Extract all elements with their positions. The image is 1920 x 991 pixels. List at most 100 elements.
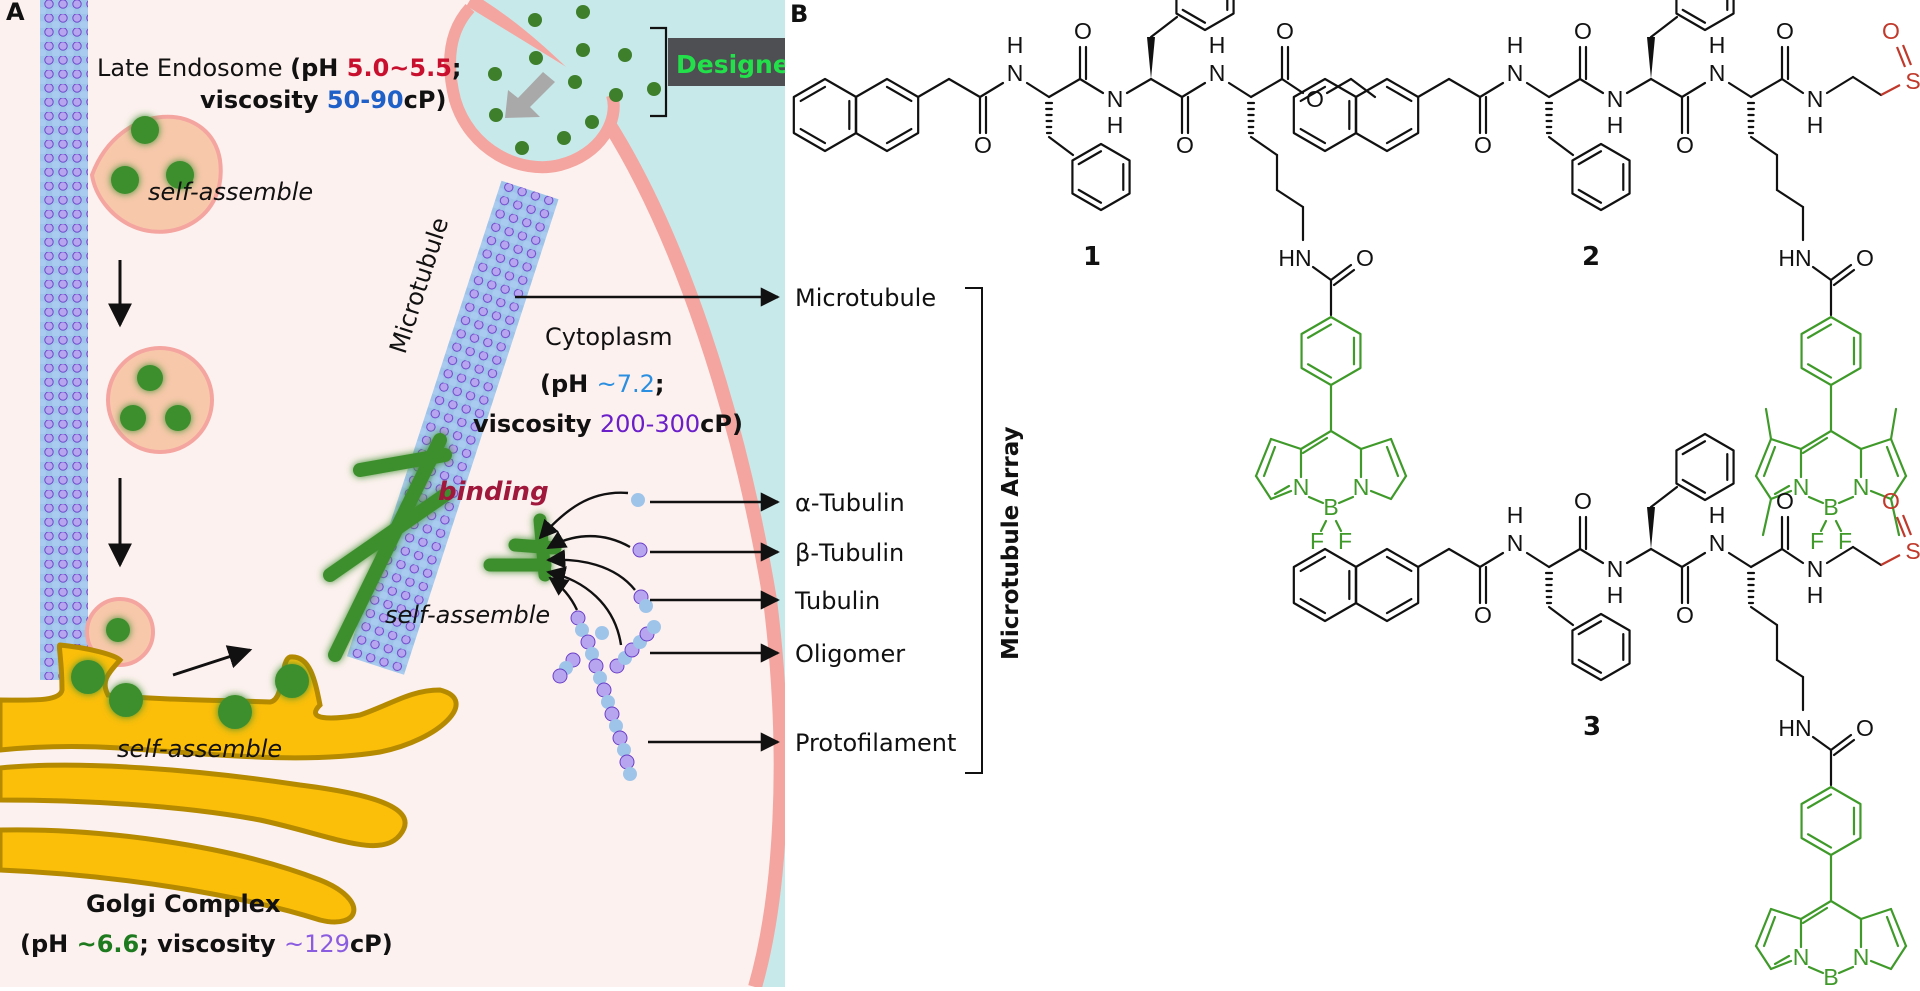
- bond: [1299, 127, 1327, 145]
- bond: [1125, 77, 1153, 95]
- arrow-to-microtubule: [172, 645, 253, 677]
- atom-label: N: [1353, 474, 1370, 500]
- microtubule-array-title: Microtubule Array: [998, 426, 1024, 660]
- bond: [916, 77, 951, 99]
- bond: [1889, 474, 1908, 501]
- endosome-vesicle-3: [85, 597, 155, 667]
- atom-label: N: [1793, 474, 1810, 500]
- atom-label: H: [1007, 32, 1024, 58]
- atom-label: B: [1823, 964, 1838, 987]
- bond: [1047, 77, 1082, 99]
- atom-label: F: [1838, 528, 1852, 554]
- bond: [799, 127, 827, 145]
- atom-label: O: [1074, 18, 1092, 44]
- bond: [1275, 188, 1305, 209]
- atom-label: N: [1007, 60, 1024, 86]
- bond: [1754, 474, 1773, 501]
- bond: [1775, 658, 1805, 679]
- bond: [1811, 735, 1833, 752]
- atom-label: N: [1807, 86, 1824, 112]
- tubulin-species: [552, 493, 661, 781]
- atom-label: B: [1323, 494, 1338, 520]
- bond: [1806, 793, 1833, 809]
- bond: [1834, 519, 1843, 533]
- bond: [1775, 188, 1805, 209]
- bond: [1851, 545, 1883, 567]
- bond: [1762, 445, 1777, 478]
- atom-label: N: [1607, 556, 1624, 582]
- ring: [1571, 612, 1631, 682]
- bond: [1319, 519, 1328, 533]
- binding-label: binding: [438, 477, 549, 507]
- bond: [1306, 323, 1333, 339]
- atom-label: N: [1107, 86, 1124, 112]
- bond: [1416, 547, 1451, 569]
- bond: [1837, 495, 1855, 505]
- ring: [1571, 142, 1631, 212]
- bond: [947, 77, 982, 99]
- bond: [799, 85, 827, 103]
- bond: [1359, 437, 1393, 451]
- bond: [1801, 436, 1829, 455]
- bond: [1749, 77, 1784, 99]
- bond: [1806, 833, 1833, 849]
- bond: [1385, 127, 1413, 145]
- designed-molecule-dots: [488, 5, 661, 155]
- bond: [1754, 907, 1773, 948]
- bond: [1806, 323, 1833, 339]
- bond: [1478, 551, 1505, 569]
- bond: [1889, 944, 1908, 971]
- bond: [1577, 620, 1603, 636]
- golgi-title: Golgi Complex: [86, 890, 281, 918]
- atom-label: N: [1293, 474, 1310, 500]
- bond: [1578, 77, 1605, 95]
- atom-label: H: [1807, 112, 1824, 138]
- bond: [1780, 77, 1805, 95]
- bond: [1832, 268, 1856, 287]
- atom-label: O: [1356, 245, 1374, 271]
- atom-label: H: [1107, 112, 1124, 138]
- atom-label: N: [1853, 474, 1870, 500]
- bond: [1769, 437, 1803, 451]
- bond: [1254, 474, 1273, 501]
- legend-item-protofilament: Protofilament: [795, 729, 956, 757]
- bond: [1829, 429, 1863, 451]
- bond: [1577, 658, 1603, 674]
- self-assemble-endosome: self-assemble: [148, 178, 313, 206]
- legend-item-oligomer: Oligomer: [795, 640, 905, 668]
- bond: [1307, 495, 1325, 505]
- bond: [1478, 81, 1505, 99]
- cytoplasm-ph: (pH ~7.2;: [540, 370, 664, 398]
- bond: [1299, 429, 1333, 451]
- late-endosome-viscosity: viscosity 50-90cP): [200, 86, 446, 114]
- bond: [1885, 445, 1900, 478]
- atom-label: N: [1507, 60, 1524, 86]
- bond: [1681, 440, 1707, 456]
- legend-item-alpha-tubulin: α-Tubulin: [795, 489, 905, 517]
- bond: [1577, 150, 1603, 166]
- bond: [1389, 474, 1408, 501]
- bond: [1801, 906, 1829, 925]
- bond: [1749, 135, 1779, 157]
- bond: [1889, 437, 1908, 478]
- atom-label: O: [1882, 488, 1900, 514]
- bond: [1825, 545, 1855, 565]
- bond: [885, 85, 913, 103]
- bond: [1851, 75, 1883, 97]
- bond: [1625, 547, 1653, 565]
- panel-b-background: [785, 0, 1920, 987]
- panel-a-label: A: [6, 0, 25, 26]
- atom-label: O: [1676, 602, 1694, 628]
- bond: [1880, 84, 1901, 96]
- bond: [1895, 516, 1907, 538]
- atom-label: H: [1607, 582, 1624, 608]
- bond: [1525, 551, 1551, 569]
- bond: [1680, 81, 1707, 99]
- ring: [1675, 432, 1735, 502]
- atom-label: HN: [1278, 245, 1311, 271]
- bond: [1780, 547, 1805, 565]
- bond: [1889, 497, 1901, 537]
- bond: [1889, 907, 1908, 948]
